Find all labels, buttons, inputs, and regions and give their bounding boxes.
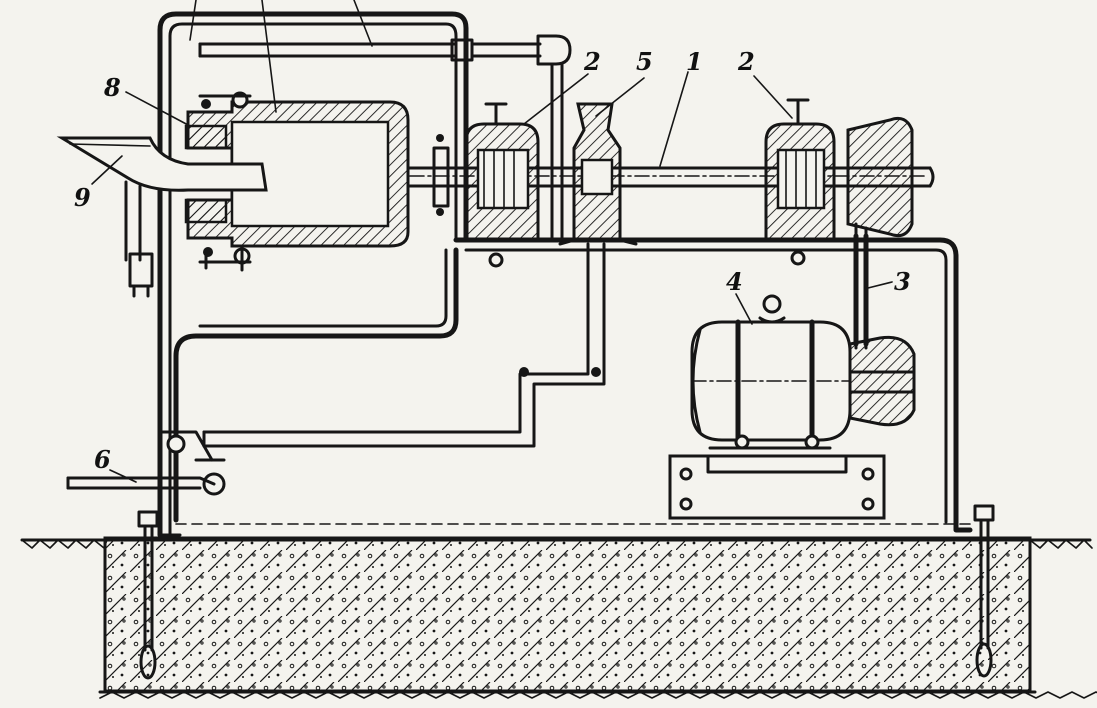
clutch-unit [558, 102, 638, 246]
label-5: 5 [636, 47, 653, 76]
anchor-bolt-right [973, 504, 995, 678]
anchor-bolt-left [137, 510, 159, 680]
label-9: 9 [74, 183, 91, 212]
motor-base [668, 454, 886, 520]
motor-pulley [848, 335, 916, 427]
concrete-foundation [20, 536, 1097, 699]
bearing-left [464, 102, 540, 268]
label-1: 1 [686, 47, 703, 76]
drive-belt [853, 233, 869, 347]
bearing-right [764, 98, 836, 266]
label-3: 3 [894, 267, 911, 296]
label-6: 6 [94, 445, 111, 474]
leader-lines [91, 0, 893, 483]
label-2-right: 2 [737, 47, 755, 76]
label-4: 4 [726, 267, 743, 296]
feed-nozzle [56, 136, 268, 298]
top-lever-rod [198, 34, 572, 242]
electric-motor [690, 294, 852, 450]
part-labels: 1 2 2 3 4 5 6 8 9 [74, 47, 911, 474]
control-linkage [158, 242, 606, 496]
machine-frame [157, 11, 973, 538]
foot-lever [66, 476, 216, 490]
label-8: 8 [103, 73, 121, 102]
label-2-left: 2 [583, 47, 601, 76]
